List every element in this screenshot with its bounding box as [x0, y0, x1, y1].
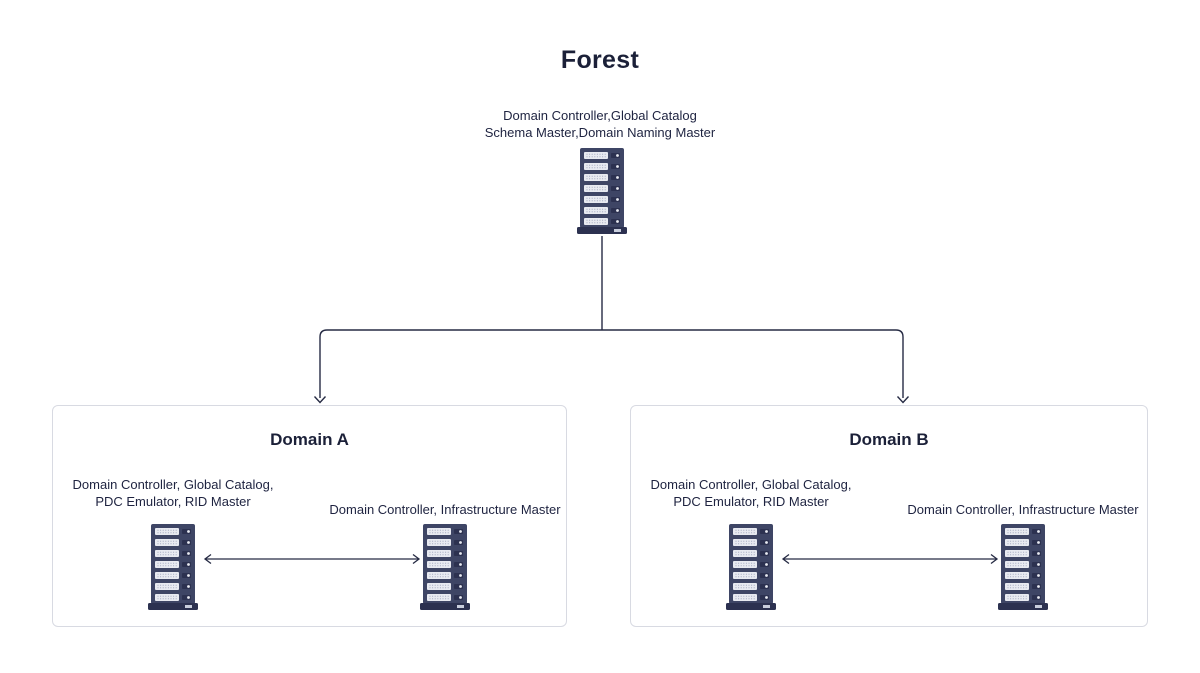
domain-b-right-server-label: Domain Controller, Infrastructure Master	[907, 502, 1139, 517]
domain-a-box: Domain A Domain Controller, Global Catal…	[52, 405, 567, 627]
label-line: Domain Controller, Global Catalog,	[72, 477, 274, 492]
arrowhead-left-icon	[313, 396, 327, 404]
branch-line	[319, 329, 904, 398]
diagram-title: Forest	[560, 46, 640, 74]
arrowhead-right-icon	[896, 396, 910, 404]
domain-b-title: Domain B	[849, 430, 929, 449]
root-server-label-line1: Domain Controller,Global Catalog	[503, 108, 697, 123]
label-line: PDC Emulator, RID Master	[673, 494, 829, 509]
replication-arrow	[203, 553, 421, 565]
domain-a-right-server-label: Domain Controller, Infrastructure Master	[329, 502, 561, 517]
domain-b-box: Domain B Domain Controller, Global Catal…	[630, 405, 1148, 627]
server-icon	[726, 524, 776, 612]
root-server-label: Domain Controller,Global Catalog Schema …	[0, 107, 1200, 141]
server-icon	[420, 524, 470, 612]
server-icon	[148, 524, 198, 612]
domain-b-left-server-label: Domain Controller, Global Catalog, PDC E…	[641, 476, 861, 510]
label-line: PDC Emulator, RID Master	[95, 494, 251, 509]
domain-a-left-server-label: Domain Controller, Global Catalog, PDC E…	[63, 476, 283, 510]
root-server-label-line2: Schema Master,Domain Naming Master	[484, 125, 716, 140]
server-icon	[998, 524, 1048, 612]
domain-a-title: Domain A	[270, 430, 349, 449]
server-icon	[577, 148, 627, 236]
replication-arrow	[781, 553, 999, 565]
label-line: Domain Controller, Global Catalog,	[650, 477, 852, 492]
